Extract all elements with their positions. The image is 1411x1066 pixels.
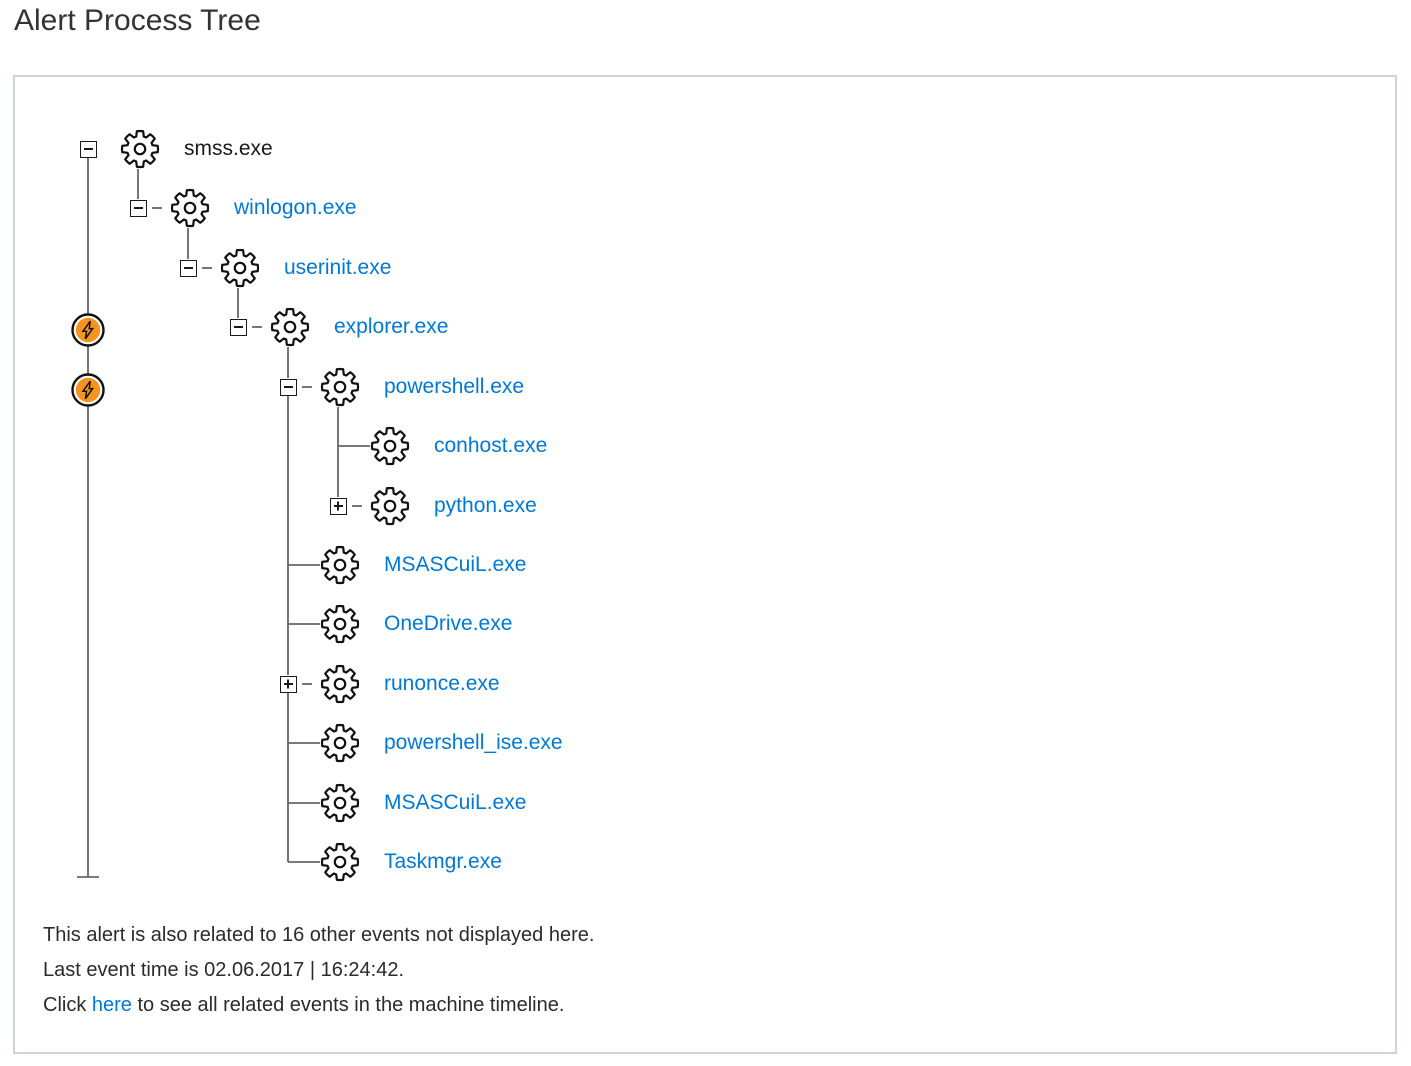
process-gear-icon-1 (170, 188, 210, 233)
minus-icon (133, 207, 143, 209)
process-gear-icon-7 (320, 545, 360, 590)
process-gear-icon-12 (320, 842, 360, 887)
process-label-MSASCuiL.exe[interactable]: MSASCuiL.exe (384, 553, 527, 576)
expand-toggle-python.exe[interactable] (329, 497, 347, 515)
collapse-toggle-explorer.exe[interactable] (229, 318, 247, 336)
footer-related-events-text: This alert is also related to 16 other e… (43, 924, 595, 946)
process-label-python.exe[interactable]: python.exe (434, 494, 537, 517)
page-title: Alert Process Tree (14, 4, 261, 37)
minus-icon (183, 267, 193, 269)
collapse-toggle-winlogon.exe[interactable] (129, 199, 147, 217)
expand-toggle-runonce.exe[interactable] (279, 675, 297, 693)
process-gear-icon-5 (370, 426, 410, 471)
alert-footer: This alert is also related to 16 other e… (43, 918, 594, 1023)
process-gear-icon-4 (320, 367, 360, 412)
process-label-OneDrive.exe[interactable]: OneDrive.exe (384, 612, 513, 635)
footer-last-event-time-text: Last event time is 02.06.2017 | 16:24:42… (43, 959, 404, 981)
process-label-Taskmgr.exe[interactable]: Taskmgr.exe (384, 850, 502, 873)
process-gear-icon-3 (270, 307, 310, 352)
process-gear-icon-6 (370, 486, 410, 531)
process-label-smss.exe: smss.exe (184, 137, 273, 160)
process-gear-icon-0 (120, 129, 160, 174)
process-gear-icon-11 (320, 783, 360, 828)
process-label-powershell_ise.exe[interactable]: powershell_ise.exe (384, 731, 563, 754)
process-gear-icon-2 (220, 248, 260, 293)
process-label-conhost.exe[interactable]: conhost.exe (434, 434, 548, 457)
process-label-userinit.exe[interactable]: userinit.exe (284, 256, 392, 279)
alert-lightning-icon-1[interactable] (68, 370, 108, 415)
process-label-explorer.exe[interactable]: explorer.exe (334, 315, 449, 338)
minus-icon (83, 148, 93, 150)
tree-connector-lines (77, 158, 370, 878)
footer-timeline-text: Click here to see all related events in … (43, 988, 594, 1023)
alert-lightning-icon-0[interactable] (68, 310, 108, 355)
collapse-toggle-userinit.exe[interactable] (179, 259, 197, 277)
process-gear-icon-8 (320, 604, 360, 649)
footer-timeline-prefix: Click (43, 994, 92, 1016)
process-label-MSASCuiL.exe[interactable]: MSASCuiL.exe (384, 791, 527, 814)
process-gear-icon-9 (320, 664, 360, 709)
process-label-winlogon.exe[interactable]: winlogon.exe (234, 196, 357, 219)
minus-icon (233, 326, 243, 328)
process-label-runonce.exe[interactable]: runonce.exe (384, 672, 500, 695)
minus-icon (283, 386, 293, 388)
footer-timeline-suffix: to see all related events in the machine… (131, 994, 565, 1016)
process-tree-panel: smss.exe winlogon.exe userinit.exe explorer… (13, 75, 1397, 1054)
process-label-powershell.exe[interactable]: powershell.exe (384, 375, 525, 398)
process-gear-icon-10 (320, 723, 360, 768)
machine-timeline-link[interactable]: here (91, 994, 132, 1016)
collapse-toggle-powershell.exe[interactable] (279, 378, 297, 396)
collapse-toggle-smss.exe[interactable] (79, 140, 97, 158)
